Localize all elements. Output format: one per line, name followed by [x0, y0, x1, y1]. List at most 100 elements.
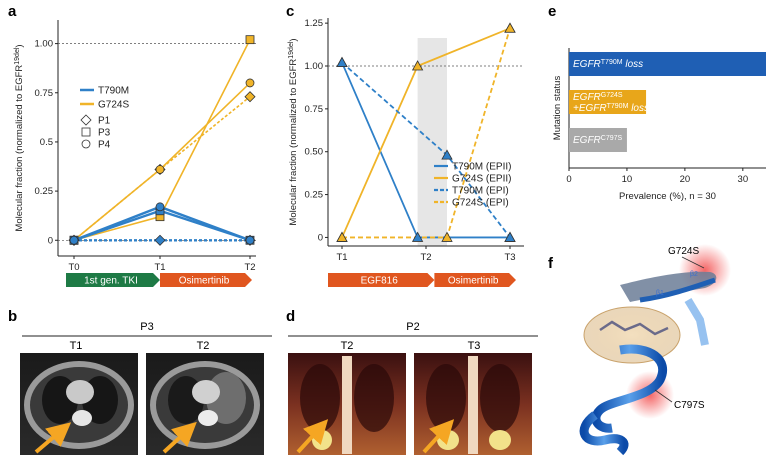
a-point-T790M-P1	[154, 234, 166, 246]
label-beta2: β2	[690, 271, 698, 278]
a-legend-label: P3	[98, 128, 111, 139]
c-y-tick-label: 1.00	[305, 61, 324, 72]
panel-letter-b: b	[8, 308, 17, 325]
panel-d-timepoint-t3: T3	[468, 340, 481, 352]
e-x-tick-label: 30	[738, 174, 749, 185]
a-point-G724S-P4	[245, 78, 255, 88]
a-y-tick-label: 0.5	[40, 137, 53, 148]
e-bar-label: EGFRT790M loss	[573, 59, 643, 71]
a-y-axis-label: Molecular fraction (normalized to EGFR19…	[14, 44, 26, 231]
a-y-tick-label: 0	[48, 235, 53, 246]
ct-image-t1	[20, 353, 138, 455]
a-legend-marker	[81, 139, 91, 149]
c-y-tick-label: 0	[318, 232, 323, 243]
a-legend-label: P4	[98, 140, 111, 151]
ligand-sticks	[599, 320, 669, 336]
beta-strand	[639, 277, 716, 303]
panel-b-patient-label: P3	[140, 321, 153, 333]
c-point-T790M (EPI)	[441, 149, 453, 160]
a-point-G724S-P4	[155, 165, 165, 174]
c-y-tick-label: 0.75	[305, 104, 324, 115]
c-point-G724S (EPI)	[336, 231, 348, 242]
a-y-tick-label: 0.75	[35, 88, 54, 99]
a-legend-marker	[81, 127, 91, 137]
label-beta1: β1	[656, 290, 664, 297]
c-point-T790M (EPI)	[336, 56, 348, 67]
c-legend-label: G724S (EPI)	[452, 198, 509, 209]
a-legend-label: T790M	[98, 86, 129, 97]
a-x-tick-label: T0	[68, 262, 79, 273]
a-legend-marker	[80, 114, 92, 126]
c-point-G724S (EPI)	[441, 231, 453, 242]
c-x-tick-label: T1	[336, 252, 347, 263]
a-phase-banner-label: Osimertinib	[179, 276, 230, 287]
a-legend-label: P1	[98, 116, 111, 127]
e-bar-label: EGFRG724S+EGFRT790M loss	[573, 92, 649, 115]
e-bar	[569, 52, 766, 76]
c-phase-banner-label: EGF816	[361, 276, 399, 287]
c-legend-label: T790M (EPII)	[452, 162, 511, 173]
c-legend-label: G724S (EPII)	[452, 174, 511, 185]
a-x-tick-label: T2	[244, 262, 255, 273]
panel-d-patient-label: P2	[406, 321, 419, 333]
panel-b-ct-scans: P3 T1 T2	[20, 321, 272, 455]
e-x-tick-label: 10	[622, 174, 633, 185]
c-point-G724S (EPII)	[411, 60, 424, 71]
c-y-tick-label: 0.50	[305, 147, 324, 158]
e-x-tick-label: 0	[566, 174, 571, 185]
panel-d-pet-scans: P2 T2 T3	[288, 321, 538, 455]
a-y-tick-label: 0.25	[35, 186, 54, 197]
a-point-G724S-P3	[245, 35, 255, 45]
a-legend-label: G724S	[98, 100, 129, 111]
label-g724s: G724S	[668, 246, 699, 257]
pet-image-t2	[288, 353, 406, 455]
a-x-tick-label: T1	[154, 262, 165, 273]
pet-image-t3	[414, 353, 532, 455]
panel-letter-d: d	[286, 308, 295, 325]
a-point-T790M-P4	[69, 235, 79, 245]
helix-ribbon	[591, 344, 667, 433]
panel-f-protein-structure: G724S C797S β1 β2	[579, 244, 731, 456]
e-bar	[569, 128, 627, 152]
panel-letter-e: e	[548, 3, 556, 20]
c-y-tick-label: 1.25	[305, 18, 324, 29]
e-y-axis-label: Mutation status	[552, 76, 563, 141]
c-y-tick-label: 0.25	[305, 190, 324, 201]
a-phase-banner	[66, 273, 160, 287]
e-x-axis-label: Prevalence (%), n = 30	[619, 191, 716, 202]
c-phase-banner	[328, 273, 435, 287]
c-legend-label: T790M (EPI)	[452, 186, 509, 197]
c-point-G724S (EPI)	[504, 22, 516, 33]
e-x-tick-label: 20	[680, 174, 691, 185]
a-point-T790M-P4	[155, 202, 165, 212]
c-point-T790M (EPII)	[411, 231, 424, 242]
label-c797s: C797S	[674, 400, 705, 411]
helix-coil	[579, 411, 629, 456]
panel-b-timepoint-t2: T2	[197, 340, 210, 352]
c-x-tick-label: T2	[420, 252, 431, 263]
loop-segment	[684, 297, 709, 346]
panel-letter-f: f	[548, 255, 554, 272]
panel-d-timepoint-t2: T2	[341, 340, 354, 352]
c-x-tick-label: T3	[504, 252, 515, 263]
c-y-axis-label: Molecular fraction (normalized to EGFR19…	[288, 38, 300, 225]
a-point-G724S-P1	[244, 91, 256, 103]
a-phase-banner-label: 1st gen. TKI	[84, 276, 138, 287]
ct-image-t2	[146, 353, 264, 455]
e-bar-label: EGFRC797S	[573, 135, 623, 147]
a-y-tick-label: 1.00	[35, 39, 54, 50]
c-point-T790M (EPI)	[504, 231, 516, 242]
a-phase-banner	[160, 273, 252, 287]
panel-letter-a: a	[8, 3, 17, 20]
c-phase-banner-label: Osimertinib	[448, 276, 499, 287]
e-bar	[569, 90, 647, 114]
panel-letter-c: c	[286, 3, 294, 20]
panel-b-timepoint-t1: T1	[70, 340, 83, 352]
beta-sheet-ribbon	[620, 271, 717, 302]
c-phase-banner	[434, 273, 516, 287]
a-point-T790M-P4	[245, 235, 255, 245]
